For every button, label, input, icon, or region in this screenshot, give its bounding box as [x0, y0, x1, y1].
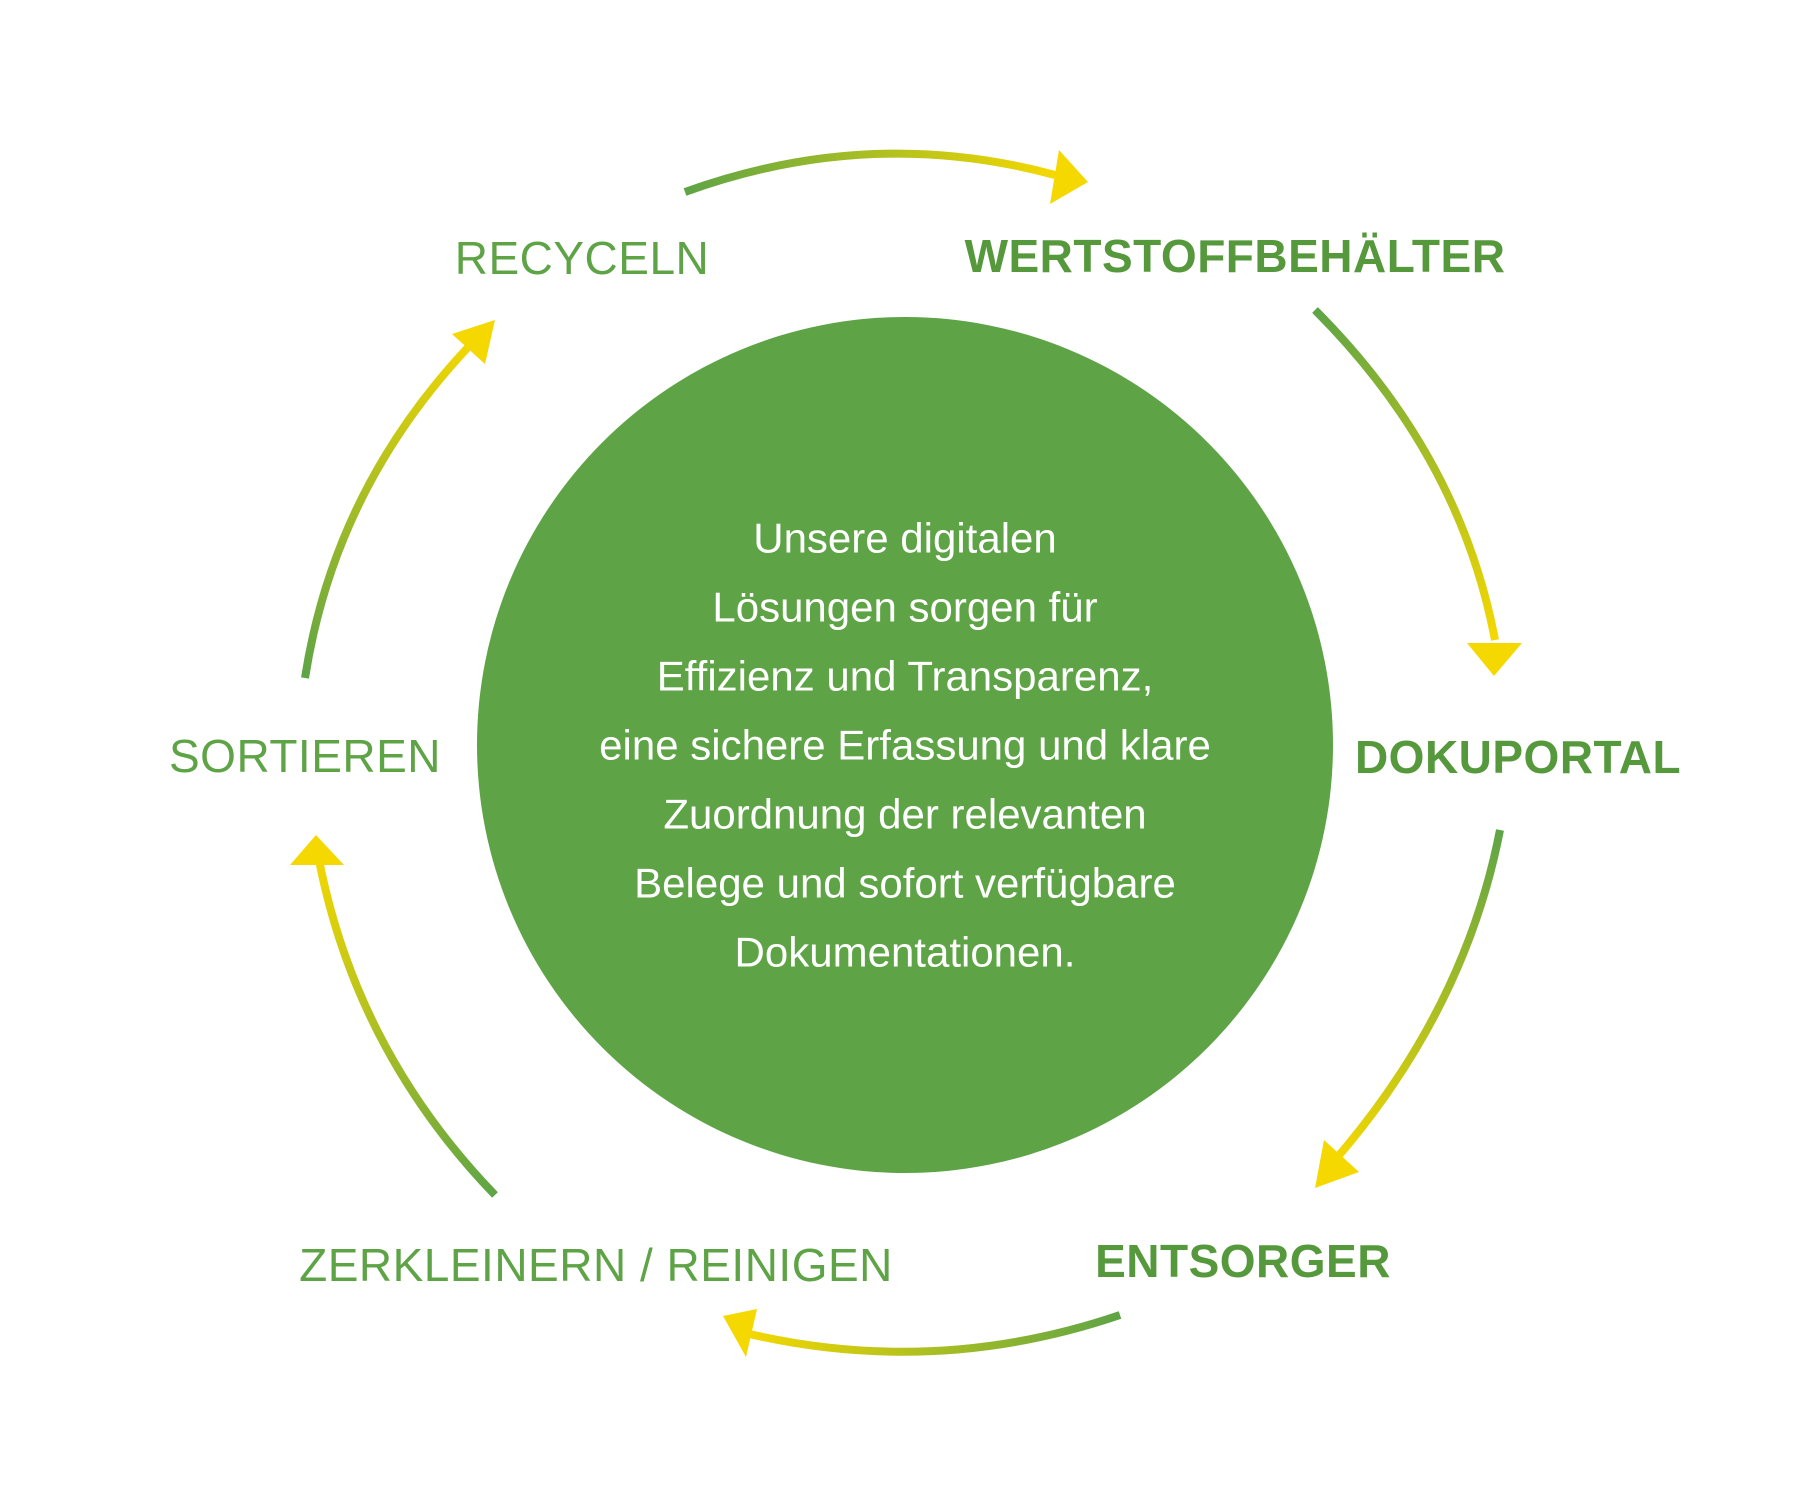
arrow-entsorger-to-zerkleinern [723, 1309, 1122, 1357]
arrow-zerkleinern-to-sortieren [290, 835, 498, 1198]
center-line: Belege und sofort verfügbare [634, 859, 1176, 907]
step-label-entsorger: ENTSORGER [1095, 1235, 1391, 1287]
step-label-dokuportal: DOKUPORTAL [1354, 731, 1682, 783]
center-line: Zuordnung der relevanten [663, 790, 1147, 838]
step-label-recyceln: RECYCELN [454, 232, 710, 284]
center-description: Unsere digitalen Lösungen sorgen für Eff… [585, 504, 1225, 987]
arrow-sortieren-to-recyceln [301, 320, 495, 679]
arrow-wertstoffbehaelter-to-dokuportal [1312, 307, 1522, 676]
center-line: Lösungen sorgen für [712, 583, 1098, 631]
center-line: Unsere digitalen [753, 514, 1057, 562]
step-label-wertstoffbehaelter: WERTSTOFFBEHÄLTER [964, 230, 1506, 282]
center-line: Effizienz und Transparenz, [656, 652, 1154, 700]
step-label-zerkleinern-reinigen: ZERKLEINERN / REINIGEN [299, 1239, 893, 1291]
step-label-sortieren: SORTIEREN [168, 730, 442, 782]
arrow-dokuportal-to-entsorger [1315, 829, 1504, 1188]
arrow-recyceln-to-wertstoffbehaelter [683, 149, 1088, 204]
center-circle [477, 317, 1333, 1173]
center-line: Dokumentationen. [734, 928, 1076, 976]
center-line: eine sichere Erfassung und klare [599, 721, 1211, 769]
